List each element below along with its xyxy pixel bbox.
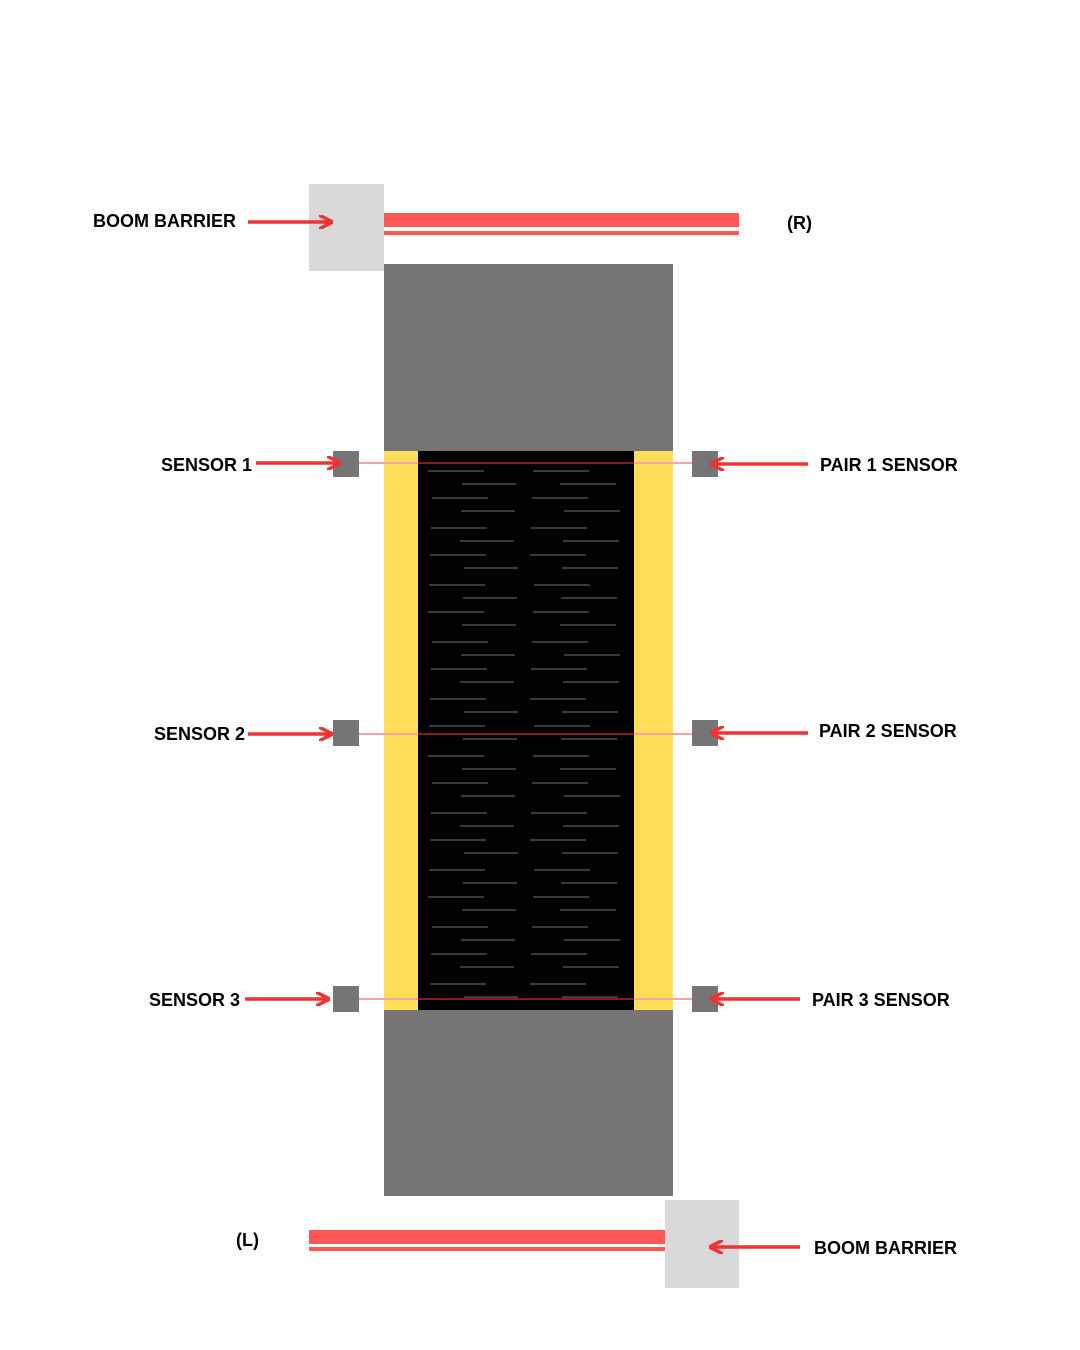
label-pair-2-sensor: PAIR 2 SENSOR [819, 721, 957, 741]
boom-barrier-top-arm [384, 213, 739, 227]
road-block-bottom [384, 1010, 673, 1196]
sensor-beam-3-core [418, 998, 634, 1000]
sensor-beam-2-core [418, 733, 634, 735]
label-boom-barrier-top: BOOM BARRIER [93, 211, 236, 231]
boom-barrier-bottom-arm [309, 1230, 665, 1244]
label-sensor-3: SENSOR 3 [149, 990, 241, 1010]
safety-strip-right [634, 451, 673, 1010]
conveyor-track [418, 451, 634, 1010]
label-pair-3-sensor: PAIR 3 SENSOR [812, 990, 950, 1010]
safety-strip-left [384, 451, 418, 1010]
boom-barrier-top-arm-line [384, 231, 739, 235]
label-sensor-1: SENSOR 1 [161, 455, 253, 475]
label-sensor-2: SENSOR 2 [154, 724, 246, 744]
label-pair-1-sensor: PAIR 1 SENSOR [820, 455, 958, 475]
track-texture [428, 470, 620, 998]
label-right-marker: (R) [787, 213, 812, 233]
sensor-2 [333, 720, 359, 746]
sensor-3 [333, 986, 359, 1012]
label-left-marker: (L) [236, 1230, 259, 1250]
boom-barrier-bottom-arm-line [309, 1247, 665, 1251]
boom-barrier-bottom-box [665, 1200, 739, 1288]
road-block-top [384, 264, 673, 451]
label-boom-barrier-bottom: BOOM BARRIER [814, 1238, 957, 1258]
sensor-beam-1-core [418, 462, 634, 464]
